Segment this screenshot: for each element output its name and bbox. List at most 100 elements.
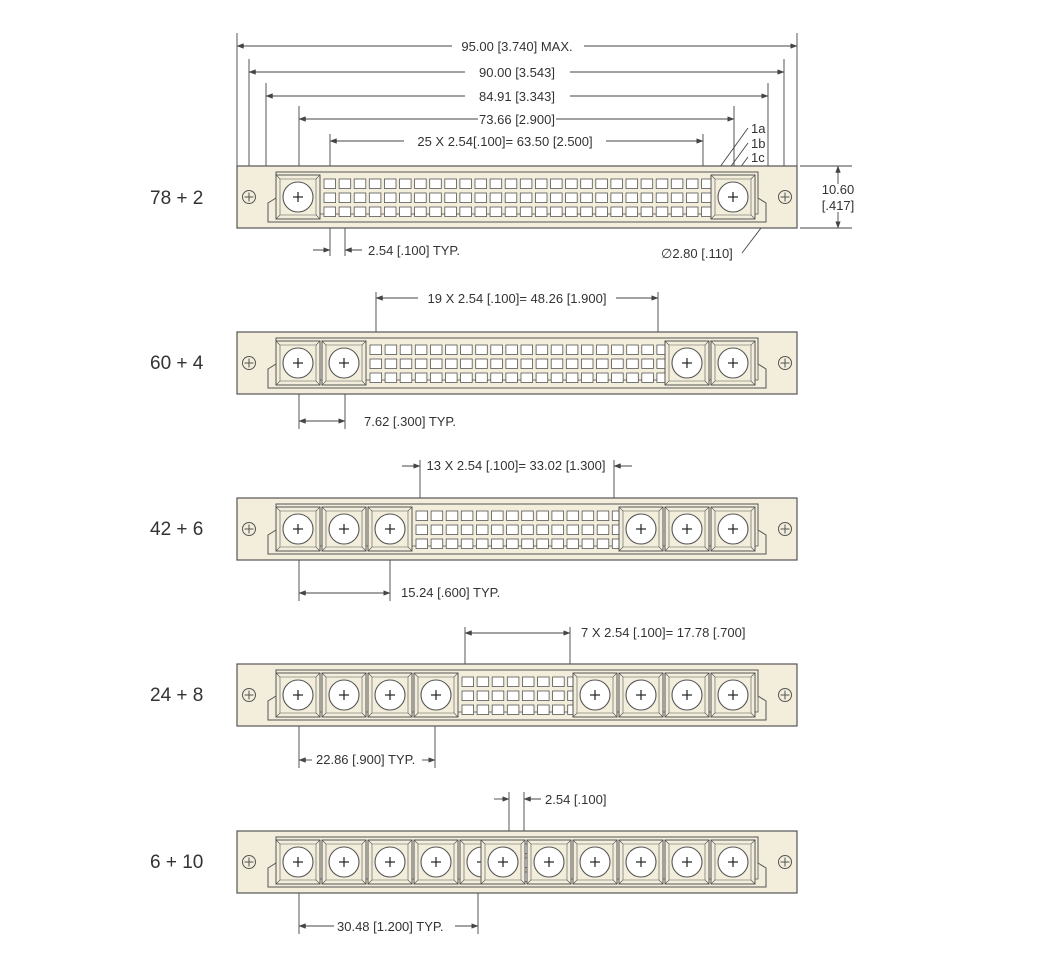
signal-contact (414, 206, 427, 217)
signal-contact (596, 358, 609, 369)
signal-contact (536, 538, 549, 549)
signal-contact (476, 690, 490, 701)
signal-contact (429, 178, 442, 189)
signal-contact (399, 344, 413, 355)
bevel-line (407, 879, 413, 885)
signal-contact (626, 344, 639, 355)
bevel-line (367, 672, 373, 678)
signal-contact (459, 192, 472, 203)
bevel-line (453, 879, 459, 885)
signal-contact (490, 344, 503, 355)
bevel-line (566, 879, 572, 885)
signal-contact (521, 538, 534, 549)
signal-contact (626, 358, 639, 369)
signal-contact (460, 358, 473, 369)
signal-contact (625, 192, 639, 203)
connector-body (236, 497, 798, 561)
bevel-line (704, 506, 710, 512)
signal-contact (338, 192, 352, 203)
signal-contact (383, 178, 397, 189)
signal-contact (551, 538, 564, 549)
signal-contact (536, 524, 549, 535)
signal-contact (625, 206, 639, 217)
signal-contact (505, 344, 518, 355)
signal-contact (399, 192, 412, 203)
signal-contact (655, 192, 669, 203)
typ-dim: 15.24 [.600] TYP. (401, 585, 500, 600)
span-dim: 19 X 2.54 [.100]= 48.26 [1.900] (428, 291, 607, 306)
signal-contact (640, 178, 654, 189)
signal-contact (460, 524, 474, 535)
signal-contact (537, 676, 550, 687)
bevel-line (367, 712, 373, 718)
signal-contact (670, 178, 684, 189)
signal-contact (384, 358, 398, 369)
bevel-line (658, 672, 664, 678)
connector-body (236, 165, 798, 229)
signal-contact (369, 372, 383, 383)
signal-contact (565, 178, 578, 189)
signal-contact (610, 206, 623, 217)
bevel-line (658, 879, 664, 885)
signal-contact (580, 178, 593, 189)
signal-contact (641, 372, 654, 383)
signal-contact (474, 178, 488, 189)
signal-contact (429, 206, 442, 217)
bevel-line (618, 712, 624, 718)
signal-contact (535, 178, 548, 189)
bevel-line (315, 506, 321, 512)
signal-contact (536, 510, 549, 521)
signal-contact (595, 178, 608, 189)
signal-contact (566, 538, 580, 549)
signal-contact (459, 178, 472, 189)
signal-contact (686, 192, 699, 203)
bevel-line (710, 879, 716, 885)
bevel-line (459, 879, 465, 885)
signal-contact (414, 192, 427, 203)
signal-contact (414, 372, 428, 383)
mount-hole (242, 522, 256, 536)
signal-contact (610, 192, 623, 203)
signal-contact (475, 358, 488, 369)
signal-contact (384, 344, 398, 355)
bevel-line (572, 672, 578, 678)
variant-label: 6 + 10 (150, 852, 203, 873)
mount-hole (242, 190, 256, 204)
variant-label: 42 + 6 (150, 519, 203, 540)
bevel-line (321, 879, 327, 885)
bevel-line (407, 546, 413, 552)
bevel-line (618, 879, 624, 885)
bevel-line (407, 506, 413, 512)
signal-contact (550, 372, 564, 383)
bevel-line (526, 879, 532, 885)
signal-contact (506, 538, 519, 549)
signal-contact (323, 206, 337, 217)
typ-dim: 7.62 [.300] TYP. (364, 414, 456, 429)
signal-contact (369, 344, 383, 355)
signal-contact (444, 192, 457, 203)
signal-contact (641, 344, 654, 355)
signal-contact (491, 690, 505, 701)
signal-contact (535, 344, 549, 355)
bevel-line (612, 839, 618, 845)
signal-contact (535, 372, 549, 383)
signal-contact (415, 538, 429, 549)
signal-contact (474, 192, 488, 203)
bevel-line (321, 340, 327, 346)
signal-contact (581, 344, 594, 355)
signal-contact (552, 704, 565, 715)
bevel-line (315, 174, 321, 180)
bevel-line (520, 879, 526, 885)
signal-contact (476, 676, 490, 687)
bevel-line (658, 712, 664, 718)
bevel-line (453, 839, 459, 845)
signal-contact (475, 344, 488, 355)
signal-contact (519, 192, 533, 203)
signal-contact (551, 510, 564, 521)
signal-contact (521, 510, 534, 521)
bevel-line (704, 839, 710, 845)
signal-contact (504, 192, 518, 203)
signal-contact (353, 206, 367, 217)
connector-body (236, 663, 798, 727)
signal-contact (445, 358, 458, 369)
